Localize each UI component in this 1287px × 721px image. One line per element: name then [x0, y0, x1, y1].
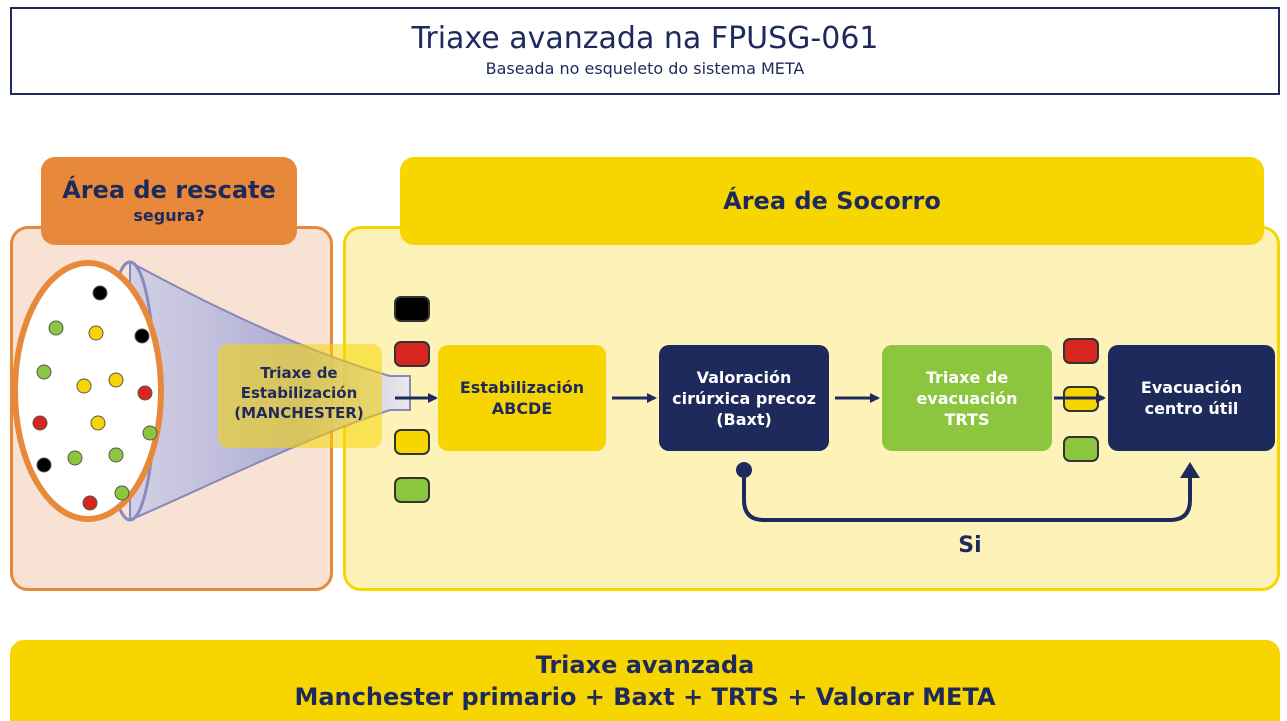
summary-bar: Triaxe avanzada Manchester primario + Ba…	[10, 640, 1280, 721]
node-line: ABCDE	[491, 399, 553, 418]
casualty-dot	[36, 457, 52, 473]
loop-arrowhead	[1180, 462, 1200, 478]
casualty-dot	[90, 415, 106, 431]
triage-square-black	[394, 296, 430, 322]
node-line: centro útil	[1144, 399, 1239, 418]
casualty-dots	[32, 285, 158, 511]
node-line: Triaxe de	[925, 367, 1009, 387]
funnel-label-line: Estabilización	[240, 384, 358, 402]
funnel-label-line: (MANCHESTER)	[234, 404, 364, 422]
casualty-dot	[88, 325, 104, 341]
node-evacuation: Evacuación centro útil	[1108, 345, 1275, 451]
casualty-dot	[76, 378, 92, 394]
casualty-dot	[48, 320, 64, 336]
aid-area-header: Área de Socorro	[400, 157, 1264, 245]
triage-square-yellow	[394, 429, 430, 455]
rescue-area-question: segura?	[133, 206, 205, 225]
node-line: TRTS	[944, 409, 990, 429]
casualty-dot	[67, 450, 83, 466]
funnel-label: Triaxe de Estabilización (MANCHESTER)	[220, 363, 378, 423]
triage-squares-left	[394, 296, 430, 503]
casualty-dot	[92, 285, 108, 301]
casualty-dot	[82, 495, 98, 511]
title-box: Triaxe avanzada na FPUSG-061 Baseada no …	[10, 7, 1280, 95]
loop-connector	[742, 470, 1192, 522]
triage-square-green	[394, 477, 430, 503]
triage-square-red	[394, 341, 430, 367]
casualty-dot	[36, 364, 52, 380]
rescue-area-title: Área de rescate	[62, 176, 276, 204]
node-line: cirúrxica precoz	[672, 388, 816, 408]
node-stabilization: Estabilización ABCDE	[438, 345, 606, 451]
casualty-dot	[108, 372, 124, 388]
casualty-dot	[114, 485, 130, 501]
diagram-subtitle: Baseada no esqueleto do sistema META	[485, 59, 805, 78]
triage-squares-right	[1063, 338, 1099, 462]
diagram-title: Triaxe avanzada na FPUSG-061	[411, 21, 879, 56]
aid-area-title: Área de Socorro	[723, 187, 941, 215]
triage-square-green	[1063, 436, 1099, 462]
node-line: Evacuación	[1140, 378, 1243, 397]
casualty-dot	[108, 447, 124, 463]
loop-label: Si	[958, 533, 982, 558]
casualty-dot	[137, 385, 153, 401]
node-line: evacuación	[916, 388, 1018, 408]
rescue-area-header: Área de rescate segura?	[41, 157, 297, 245]
node-line: (Baxt)	[716, 409, 772, 429]
funnel-label-line: Triaxe de	[260, 364, 338, 382]
node-surgical-assessment: Valoración cirúrxica precoz (Baxt)	[659, 345, 829, 451]
funnel-label-backdrop	[218, 344, 382, 448]
node-line: Estabilización	[459, 378, 585, 397]
casualty-dot	[142, 425, 158, 441]
node-evacuation-triage: Triaxe de evacuación TRTS	[882, 345, 1052, 451]
triage-square-red	[1063, 338, 1099, 364]
node-line: Valoración	[696, 367, 792, 387]
casualty-dot	[134, 328, 150, 344]
summary-formula: Manchester primario + Baxt + TRTS + Valo…	[294, 682, 996, 711]
summary-title: Triaxe avanzada	[535, 650, 755, 679]
casualty-dot	[32, 415, 48, 431]
